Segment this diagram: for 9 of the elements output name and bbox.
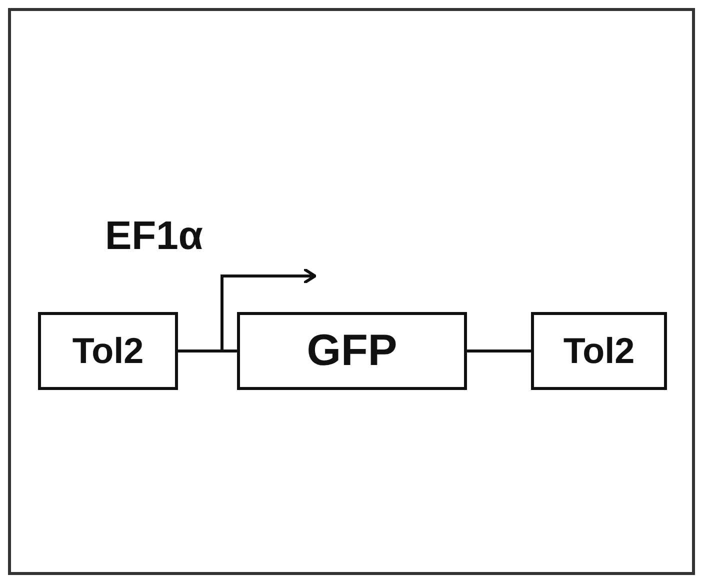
connector-line — [467, 350, 531, 352]
gene-box — [237, 312, 467, 390]
gene-box — [38, 312, 178, 390]
connector-line — [178, 350, 237, 352]
gene-name: GFP — [306, 326, 398, 376]
gene-name: Tol2 — [563, 330, 635, 372]
gene-box — [531, 312, 667, 390]
gene-name: Tol2 — [72, 330, 144, 372]
promoter-label: EF1α — [105, 214, 203, 259]
